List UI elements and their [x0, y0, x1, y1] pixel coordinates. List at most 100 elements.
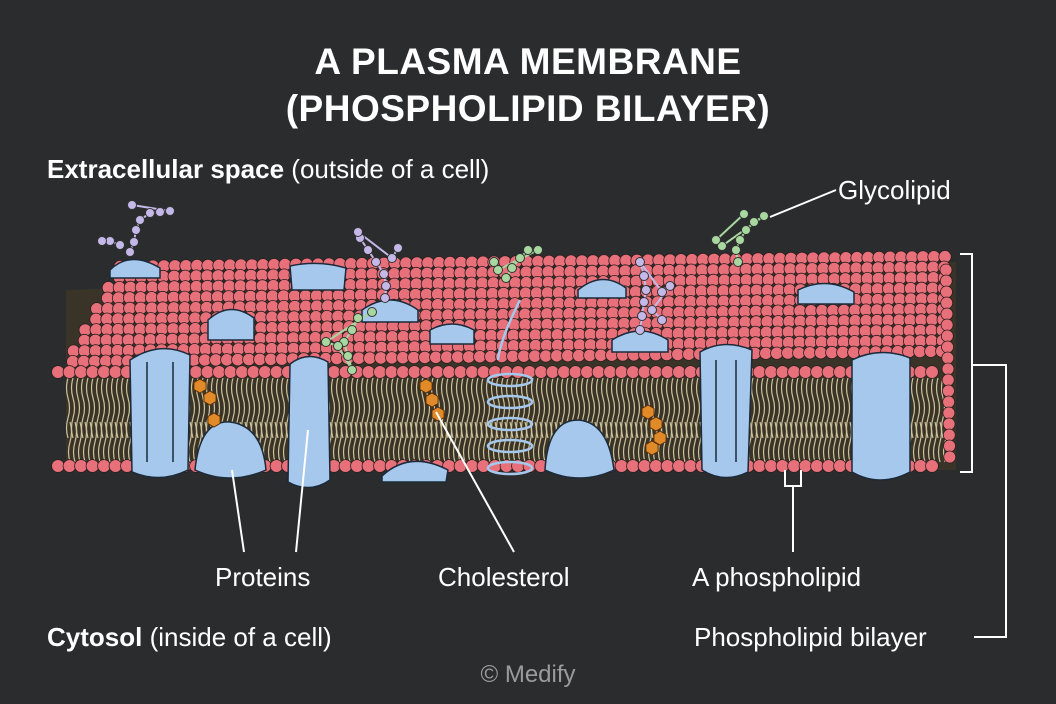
- phospholipid-head: [672, 365, 686, 379]
- cholesterol-ring: [641, 404, 655, 420]
- phospholipid-head: [51, 365, 65, 379]
- lipid-tail: [840, 377, 846, 439]
- surface-protein: [577, 278, 627, 299]
- sugar-unit: [657, 315, 667, 325]
- lipid-tail: [795, 377, 801, 439]
- lipid-tail: [125, 377, 131, 439]
- lipid-tail: [765, 377, 771, 439]
- glycoprotein-chain: [635, 257, 675, 335]
- phospholipid-head: [384, 365, 399, 379]
- sugar-unit: [393, 243, 403, 253]
- sugar-unit: [387, 253, 397, 263]
- title-line-2: (PHOSPHOLIPID BILAYER): [285, 88, 771, 129]
- phospholipid-head: [361, 365, 376, 379]
- protein-leader-line-1: [231, 469, 245, 553]
- sugar-unit: [647, 305, 657, 315]
- leader-lines: [231, 189, 1007, 638]
- glycolipid-chain: [711, 209, 769, 267]
- phospholipid-head: [440, 350, 454, 364]
- phospholipid-head: [821, 459, 836, 473]
- lipid-tail: [470, 377, 476, 439]
- phospholipid-head: [941, 362, 955, 376]
- lipid-tail: [820, 377, 826, 439]
- lipid-tail: [335, 377, 341, 439]
- lipid-tail: [545, 377, 551, 439]
- cholesterol-molecules: [193, 378, 667, 456]
- protein-channel-lines: [715, 360, 737, 462]
- phospholipid-head: [941, 340, 954, 354]
- cholesterol-ring: [419, 378, 433, 394]
- phospholipid-head: [189, 365, 203, 379]
- sugar-unit: [333, 341, 343, 351]
- phospholipid-head: [499, 365, 514, 379]
- phospholipid-head: [568, 365, 583, 379]
- lipid-tail: [100, 377, 106, 439]
- lipid-tail: [405, 377, 411, 439]
- sugar-unit: [347, 365, 357, 375]
- lipid-tail: [330, 377, 336, 439]
- phospholipid-head: [264, 352, 278, 366]
- phospholipid-head: [396, 365, 410, 379]
- phospholipid-head: [242, 352, 256, 367]
- phospholipid-head: [833, 459, 847, 473]
- sugar-unit: [731, 245, 741, 255]
- sugar-unit: [759, 211, 769, 221]
- phospholipid-head: [235, 365, 249, 379]
- lipid-tail: [695, 377, 701, 439]
- glycolipid-chain: [321, 307, 377, 375]
- lipid-tail: [370, 377, 376, 439]
- lipid-tail: [120, 377, 126, 439]
- phospholipid-head: [941, 351, 955, 365]
- sugar-unit: [735, 235, 745, 245]
- cytosol-label-rest: (inside of a cell): [149, 622, 332, 652]
- sugar-unit: [523, 245, 533, 255]
- sugar-unit: [711, 235, 721, 245]
- lipid-tail: [480, 377, 486, 439]
- phospholipid-head: [62, 365, 77, 379]
- lipid-tail: [340, 377, 346, 439]
- phospholipid-head: [943, 439, 956, 453]
- phospholipid-head: [594, 348, 608, 362]
- helix-turn: [486, 416, 534, 432]
- glycoprotein-chain: [353, 227, 403, 303]
- phospholipid-head: [253, 352, 267, 366]
- phospholipid-head: [583, 348, 597, 362]
- transmembrane-protein: [287, 355, 331, 489]
- phospholipid-head: [550, 349, 564, 363]
- phospholipid-head: [775, 365, 790, 379]
- phospholipid-head: [825, 345, 839, 360]
- lipid-tail: [605, 377, 611, 439]
- sugar-unit: [501, 273, 511, 283]
- phospholipid-head: [798, 365, 813, 379]
- phospholipid-head: [792, 346, 806, 360]
- lipid-tail: [805, 377, 811, 439]
- lipid-tail: [95, 377, 101, 439]
- lipid-tail: [350, 377, 356, 439]
- sugar-unit: [641, 285, 651, 295]
- sugar-unit: [489, 257, 499, 267]
- lipid-tail: [390, 377, 396, 439]
- glycolipid-label: Glycolipid: [838, 175, 951, 205]
- phospholipid-head: [108, 459, 123, 473]
- phospholipid-head: [942, 384, 955, 398]
- lipid-tail: [355, 377, 361, 439]
- peripheral-protein: [381, 460, 449, 483]
- phospholipid-head: [269, 459, 284, 473]
- lipid-tail: [260, 377, 266, 439]
- lipid-tail: [255, 377, 261, 439]
- sugar-unit: [380, 293, 390, 303]
- lipid-tail: [635, 377, 641, 439]
- phospholipid-head: [407, 350, 421, 365]
- phospholipid-head: [752, 459, 767, 473]
- phospholipid-head: [925, 459, 939, 473]
- phospholipid-head: [539, 349, 553, 363]
- sugar-unit: [347, 325, 357, 335]
- helix-turn: [486, 372, 534, 388]
- sugar-unit: [381, 281, 391, 291]
- lipid-tail: [555, 377, 561, 439]
- cholesterol-ring: [653, 430, 667, 446]
- peripheral-protein: [544, 419, 615, 479]
- lipid-tail: [760, 377, 766, 439]
- phospholipid-head: [198, 353, 212, 367]
- sugar-unit: [637, 311, 647, 321]
